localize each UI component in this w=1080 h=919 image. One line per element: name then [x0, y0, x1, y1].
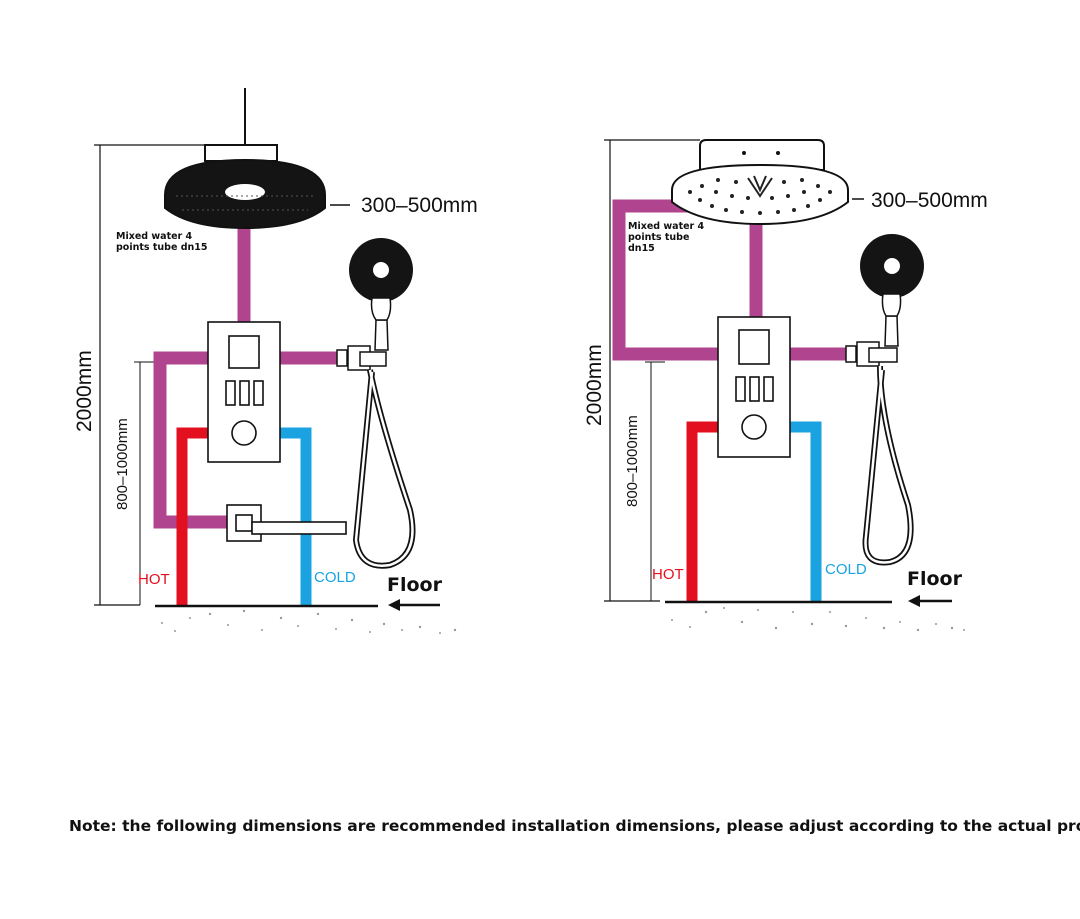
floor-label-left: Floor [387, 574, 443, 596]
hot-pipe-right [686, 421, 718, 602]
rain-showerhead-icon [164, 144, 326, 230]
floor-arrow-icon [388, 599, 440, 611]
head-size-label-left: 300–500mm [361, 194, 478, 217]
height-label-right: 2000mm [583, 344, 606, 426]
mixed-pipes-right [612, 199, 850, 361]
diagram-right: 2000mm 800–1000mm [583, 139, 988, 632]
tube-note-left-2: points tube dn15 [116, 242, 208, 253]
tube-note-right-3: dn15 [628, 243, 655, 254]
tube-note-right-2: points tube [628, 232, 689, 243]
cold-pipe-right [790, 421, 822, 602]
valve-height-label-left: 800–1000mm [114, 418, 131, 510]
thermostatic-valve-icon [717, 316, 791, 458]
floor-hatching-left [161, 609, 457, 634]
cold-pipe-left [280, 427, 312, 606]
cold-label-left: COLD [314, 569, 356, 586]
hand-shower-icon [336, 238, 416, 569]
floor-hatching-right [671, 607, 965, 632]
rain-showerhead-icon [671, 139, 849, 226]
valve-height-label-right: 800–1000mm [624, 415, 641, 507]
hot-label-left: HOT [138, 571, 170, 588]
mixed-pipes-left [153, 220, 342, 529]
thermostatic-valve-icon [207, 321, 281, 463]
hot-label-right: HOT [652, 566, 684, 583]
head-size-label-right: 300–500mm [871, 189, 988, 212]
diagram-left: 2000mm 800–1000mm 300–500mm Mixed water … [73, 88, 478, 634]
tube-note-left-1: Mixed water 4 [116, 231, 193, 242]
diverter-icon [226, 504, 347, 542]
hand-shower-icon [845, 234, 924, 566]
height-label-left: 2000mm [73, 350, 96, 432]
cold-label-right: COLD [825, 561, 867, 578]
floor-label-right: Floor [907, 568, 963, 590]
installation-note: Note: the following dimensions are recom… [69, 817, 1080, 835]
hot-pipe-left [176, 427, 208, 606]
tube-note-right-1: Mixed water 4 [628, 221, 705, 232]
floor-arrow-icon [908, 595, 952, 607]
valve-height-dimension-right [645, 361, 665, 601]
